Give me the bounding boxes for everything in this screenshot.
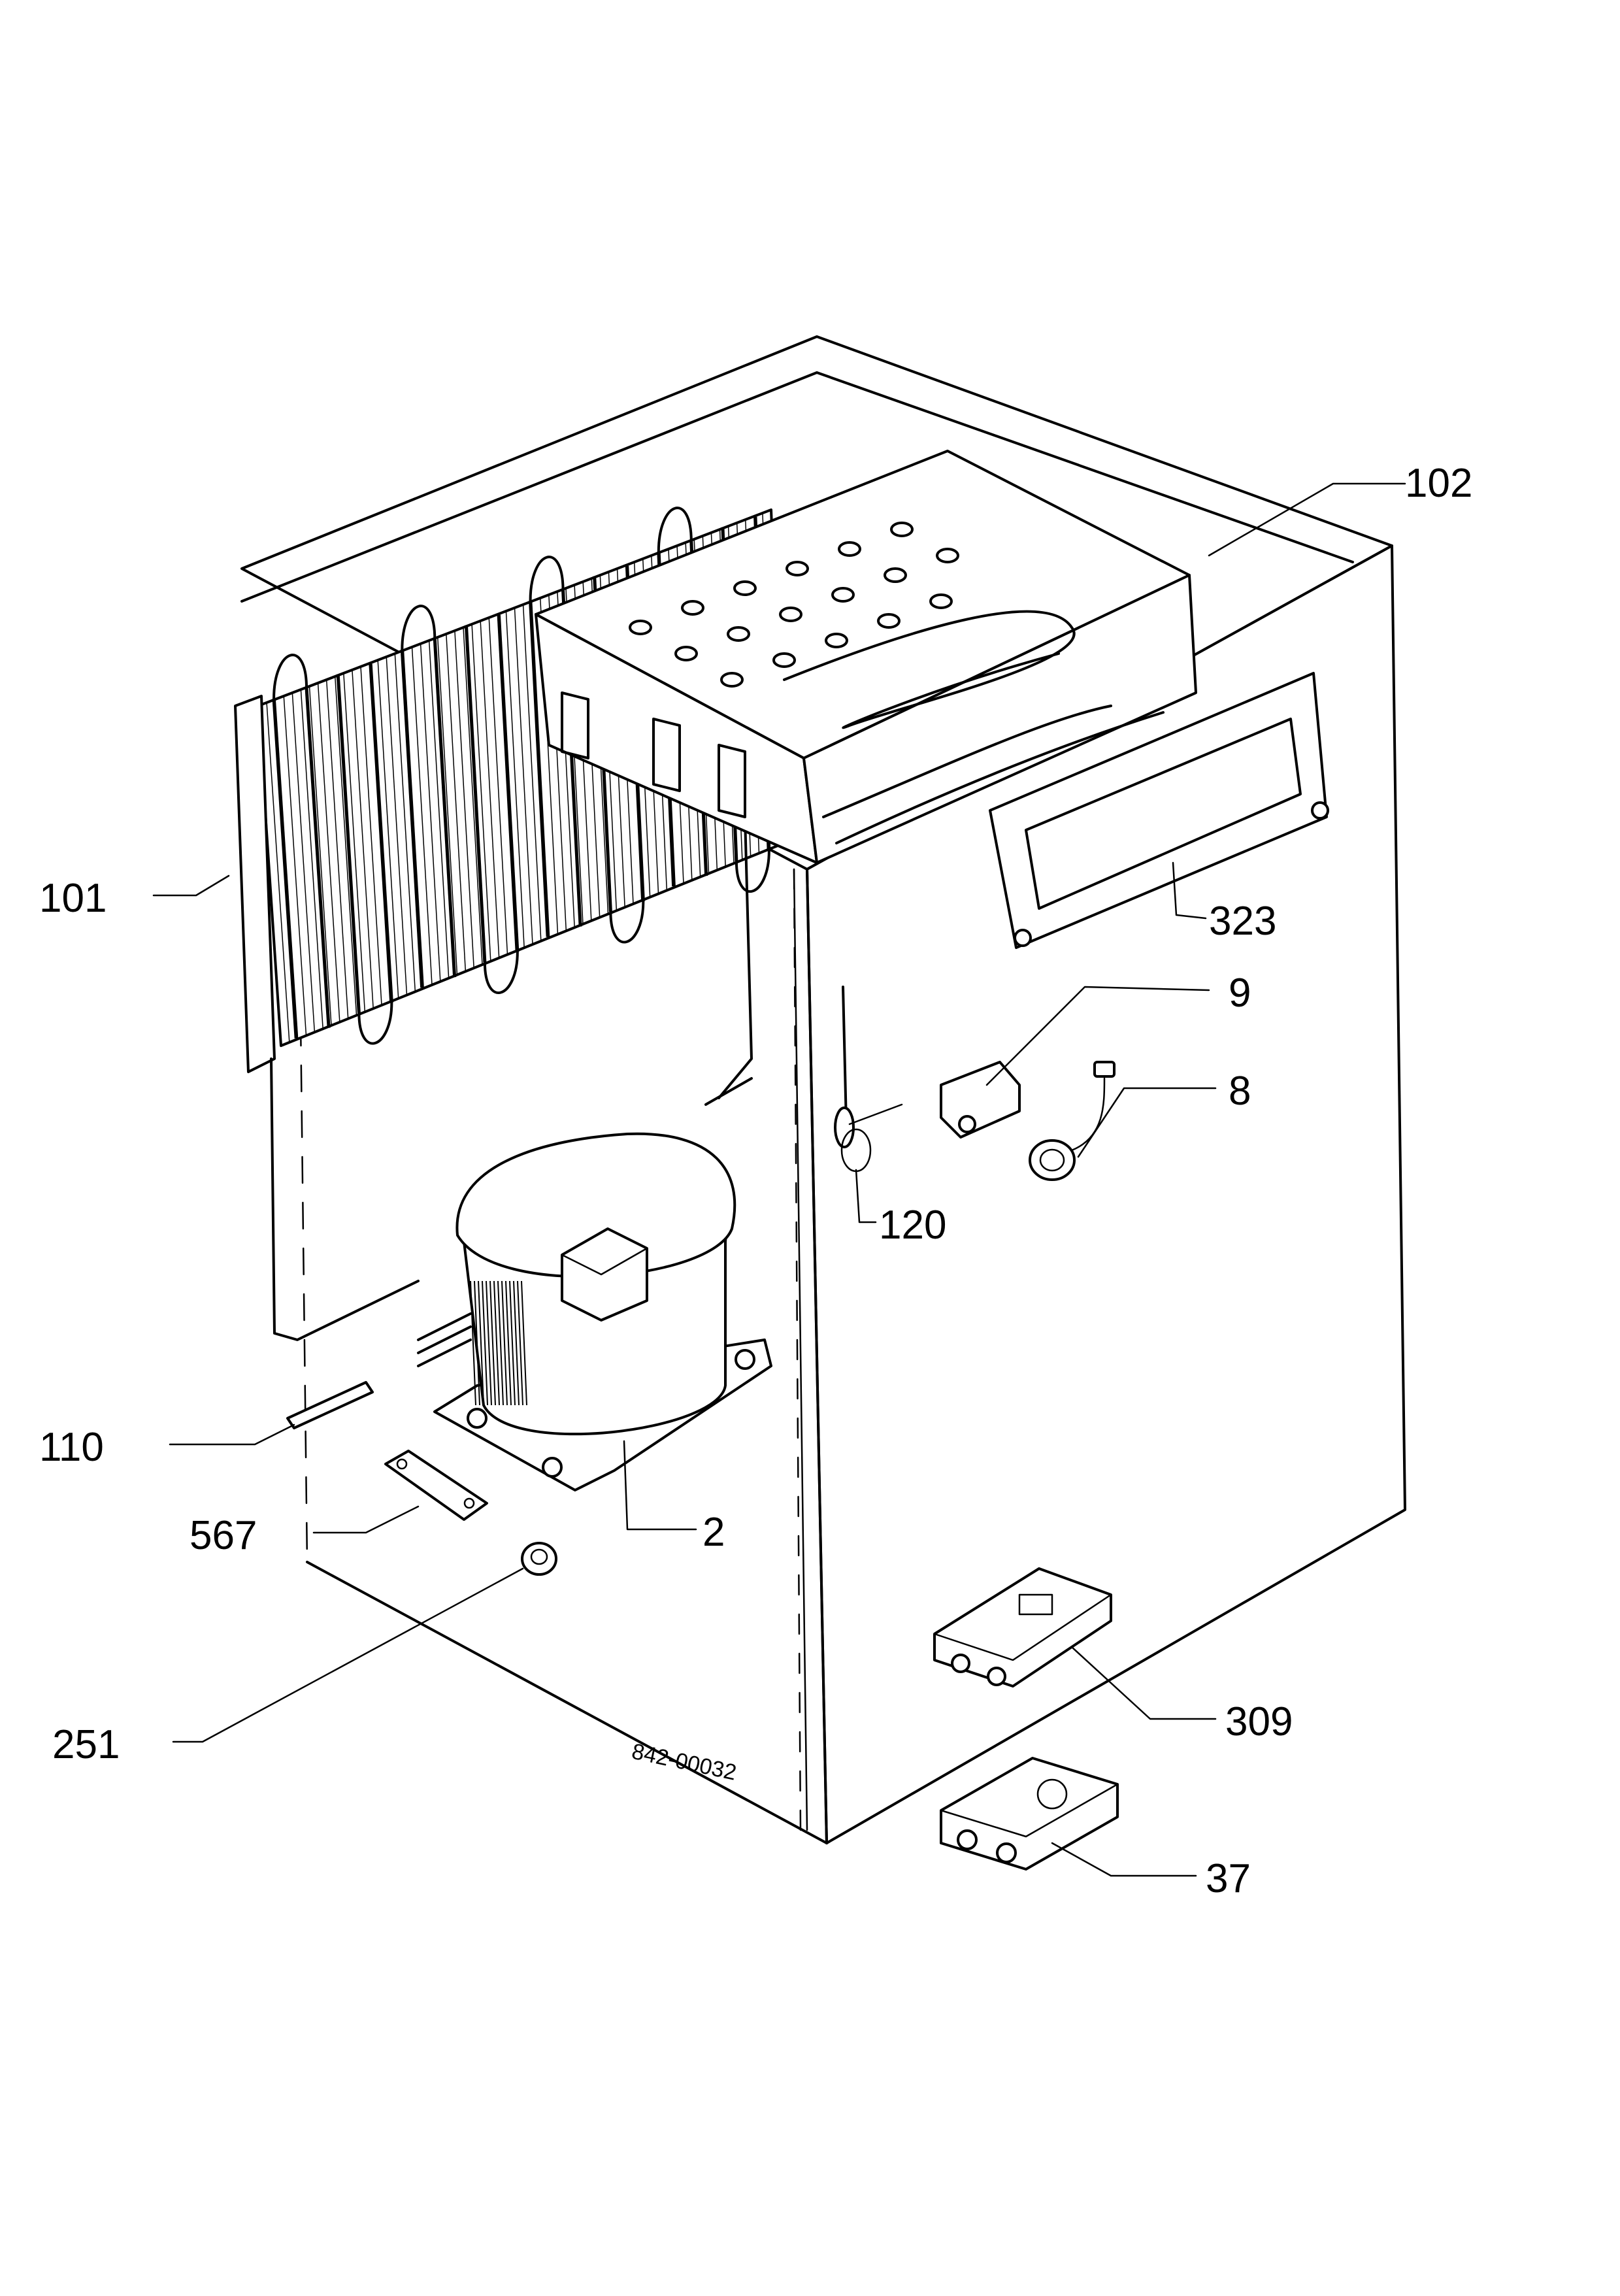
leader-lines bbox=[152, 482, 1406, 1877]
compressor-2 bbox=[417, 1132, 772, 1491]
label-110: 110 bbox=[39, 1425, 104, 1470]
cabinet-rear-edge bbox=[299, 1018, 308, 1563]
label-2: 2 bbox=[703, 1510, 725, 1555]
condenser-bracket bbox=[234, 695, 276, 1073]
cabinet-bottom-edge bbox=[306, 1561, 828, 1844]
capillary-end bbox=[704, 1077, 753, 1106]
condenser-return-tube bbox=[718, 816, 753, 1099]
cabinet-top-lip bbox=[240, 371, 1354, 603]
compressor-shading bbox=[470, 1280, 527, 1406]
overload-8 bbox=[1029, 1061, 1116, 1181]
evaporator-coil bbox=[783, 610, 1076, 729]
label-309: 309 bbox=[1225, 1699, 1293, 1744]
cabinet-front-edge bbox=[806, 868, 828, 1844]
thermostat-probe-120 bbox=[834, 986, 903, 1173]
cabinet-hidden-edge bbox=[793, 868, 802, 1831]
cabinet-front-edge-inner bbox=[793, 868, 808, 1831]
label-323: 323 bbox=[1209, 899, 1276, 944]
label-251: 251 bbox=[52, 1722, 120, 1767]
evaporator-102 bbox=[535, 450, 1197, 864]
connector-37 bbox=[940, 1757, 1119, 1871]
connector-309 bbox=[933, 1567, 1112, 1688]
grommet-251 bbox=[521, 1542, 557, 1576]
label-9: 9 bbox=[1229, 971, 1251, 1016]
evaporator-holes bbox=[629, 522, 959, 688]
drier-110 bbox=[286, 1381, 374, 1429]
cover-panel-323 bbox=[989, 672, 1329, 949]
relay-9 bbox=[940, 1061, 1021, 1139]
condenser-coils bbox=[273, 507, 770, 1045]
label-8: 8 bbox=[1229, 1069, 1251, 1114]
label-102: 102 bbox=[1405, 461, 1472, 506]
bracket-567 bbox=[384, 1450, 488, 1521]
label-120: 120 bbox=[879, 1203, 946, 1248]
cabinet: 842-00032 bbox=[240, 335, 1406, 1844]
evaporator-fins bbox=[822, 705, 1165, 844]
part-labels: 101 102 323 9 8 120 110 567 2 251 309 37 bbox=[39, 461, 1472, 1901]
condenser-outlet-tube bbox=[270, 1057, 420, 1341]
evaporator-right bbox=[802, 574, 1197, 864]
label-567: 567 bbox=[190, 1513, 257, 1558]
label-101: 101 bbox=[39, 876, 107, 921]
label-37: 37 bbox=[1206, 1856, 1251, 1901]
evaporator-front-loops bbox=[561, 691, 746, 818]
drawing-ref-number: 842-00032 bbox=[629, 1739, 738, 1786]
